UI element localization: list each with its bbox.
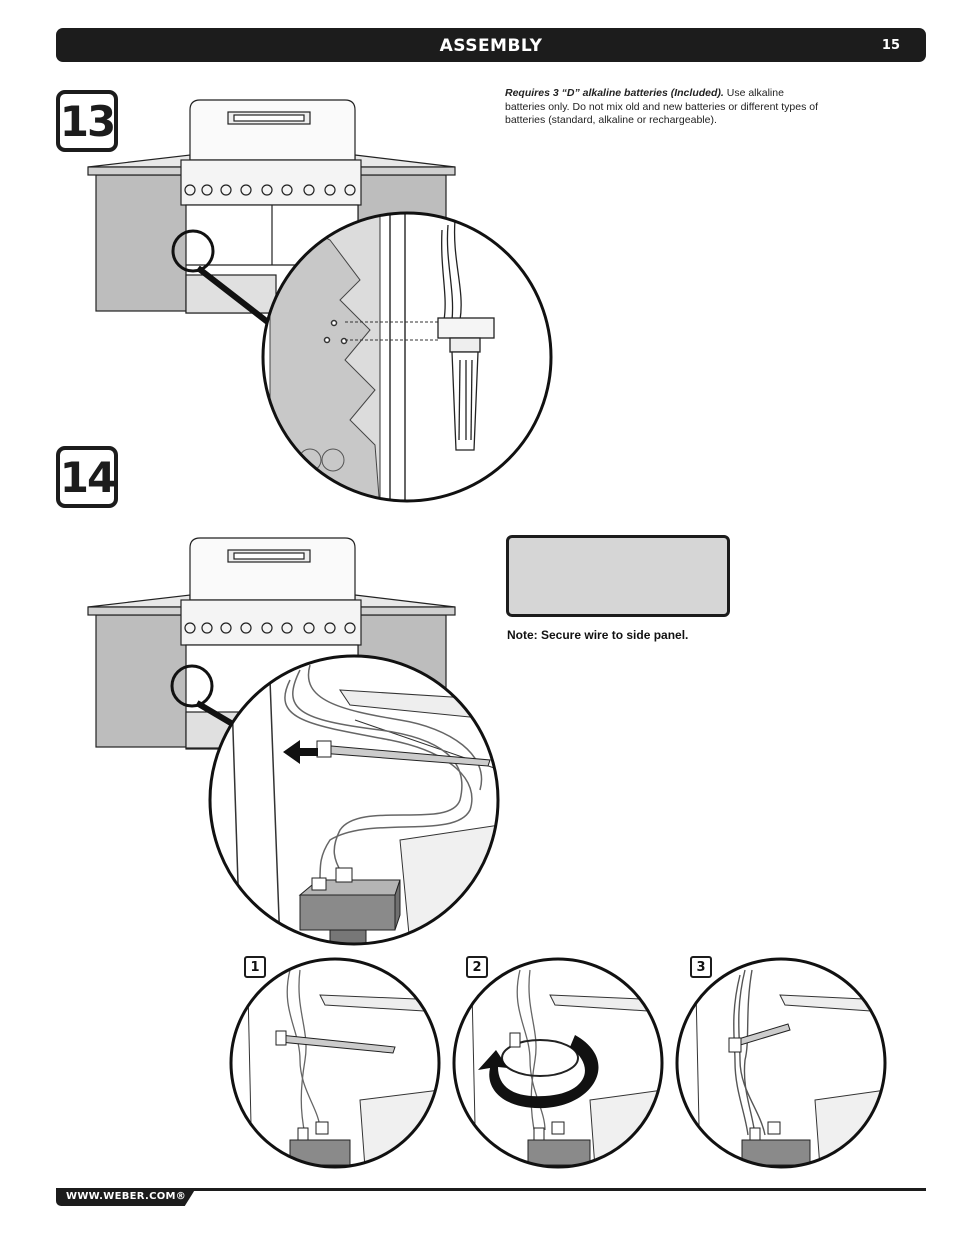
pull-arrow-icon [283, 740, 318, 764]
zoom-detail-14 [210, 656, 498, 944]
battery-note-body: Use alkaline batteries only. Do not mix … [505, 87, 819, 126]
substep-2-number: 2 [466, 956, 488, 978]
substep-3-detail [677, 959, 885, 1167]
battery-module-14 [298, 867, 401, 944]
zoom-marker-13 [171, 229, 215, 273]
battery-note-lead: Requires 3 “D” alkaline batteries (Inclu… [505, 87, 724, 99]
control-knobs-13 [184, 184, 356, 196]
zoom-marker-14 [170, 664, 214, 708]
footer-url: WWW.WEBER.COM® [66, 1191, 187, 1202]
wire-tie-icon [316, 740, 491, 767]
footer-tab [56, 1188, 196, 1206]
wire-tie-panel [506, 535, 730, 617]
section-title: ASSEMBLY [439, 36, 543, 56]
battery-note: Requires 3 “D” alkaline batteries (Inclu… [505, 87, 825, 128]
zoom-detail-13 [263, 213, 551, 501]
zoom-leader-14 [195, 700, 238, 729]
step-14-number: 14 [56, 446, 118, 508]
secure-wire-note: Note: Secure wire to side panel. [507, 628, 689, 642]
substep-3-number: 3 [690, 956, 712, 978]
battery-holder-icon [437, 219, 495, 451]
step-13-number: 13 [56, 90, 118, 152]
substep-1-number: 1 [244, 956, 266, 978]
substep-1-detail [231, 959, 439, 1167]
substep-2-detail [454, 959, 662, 1167]
header-bar: ASSEMBLY 15 [56, 28, 926, 62]
control-knobs-14 [184, 622, 356, 634]
page-number: 15 [881, 38, 900, 53]
rotate-arrow-icon [478, 1035, 599, 1109]
footer-rule [56, 1188, 926, 1191]
